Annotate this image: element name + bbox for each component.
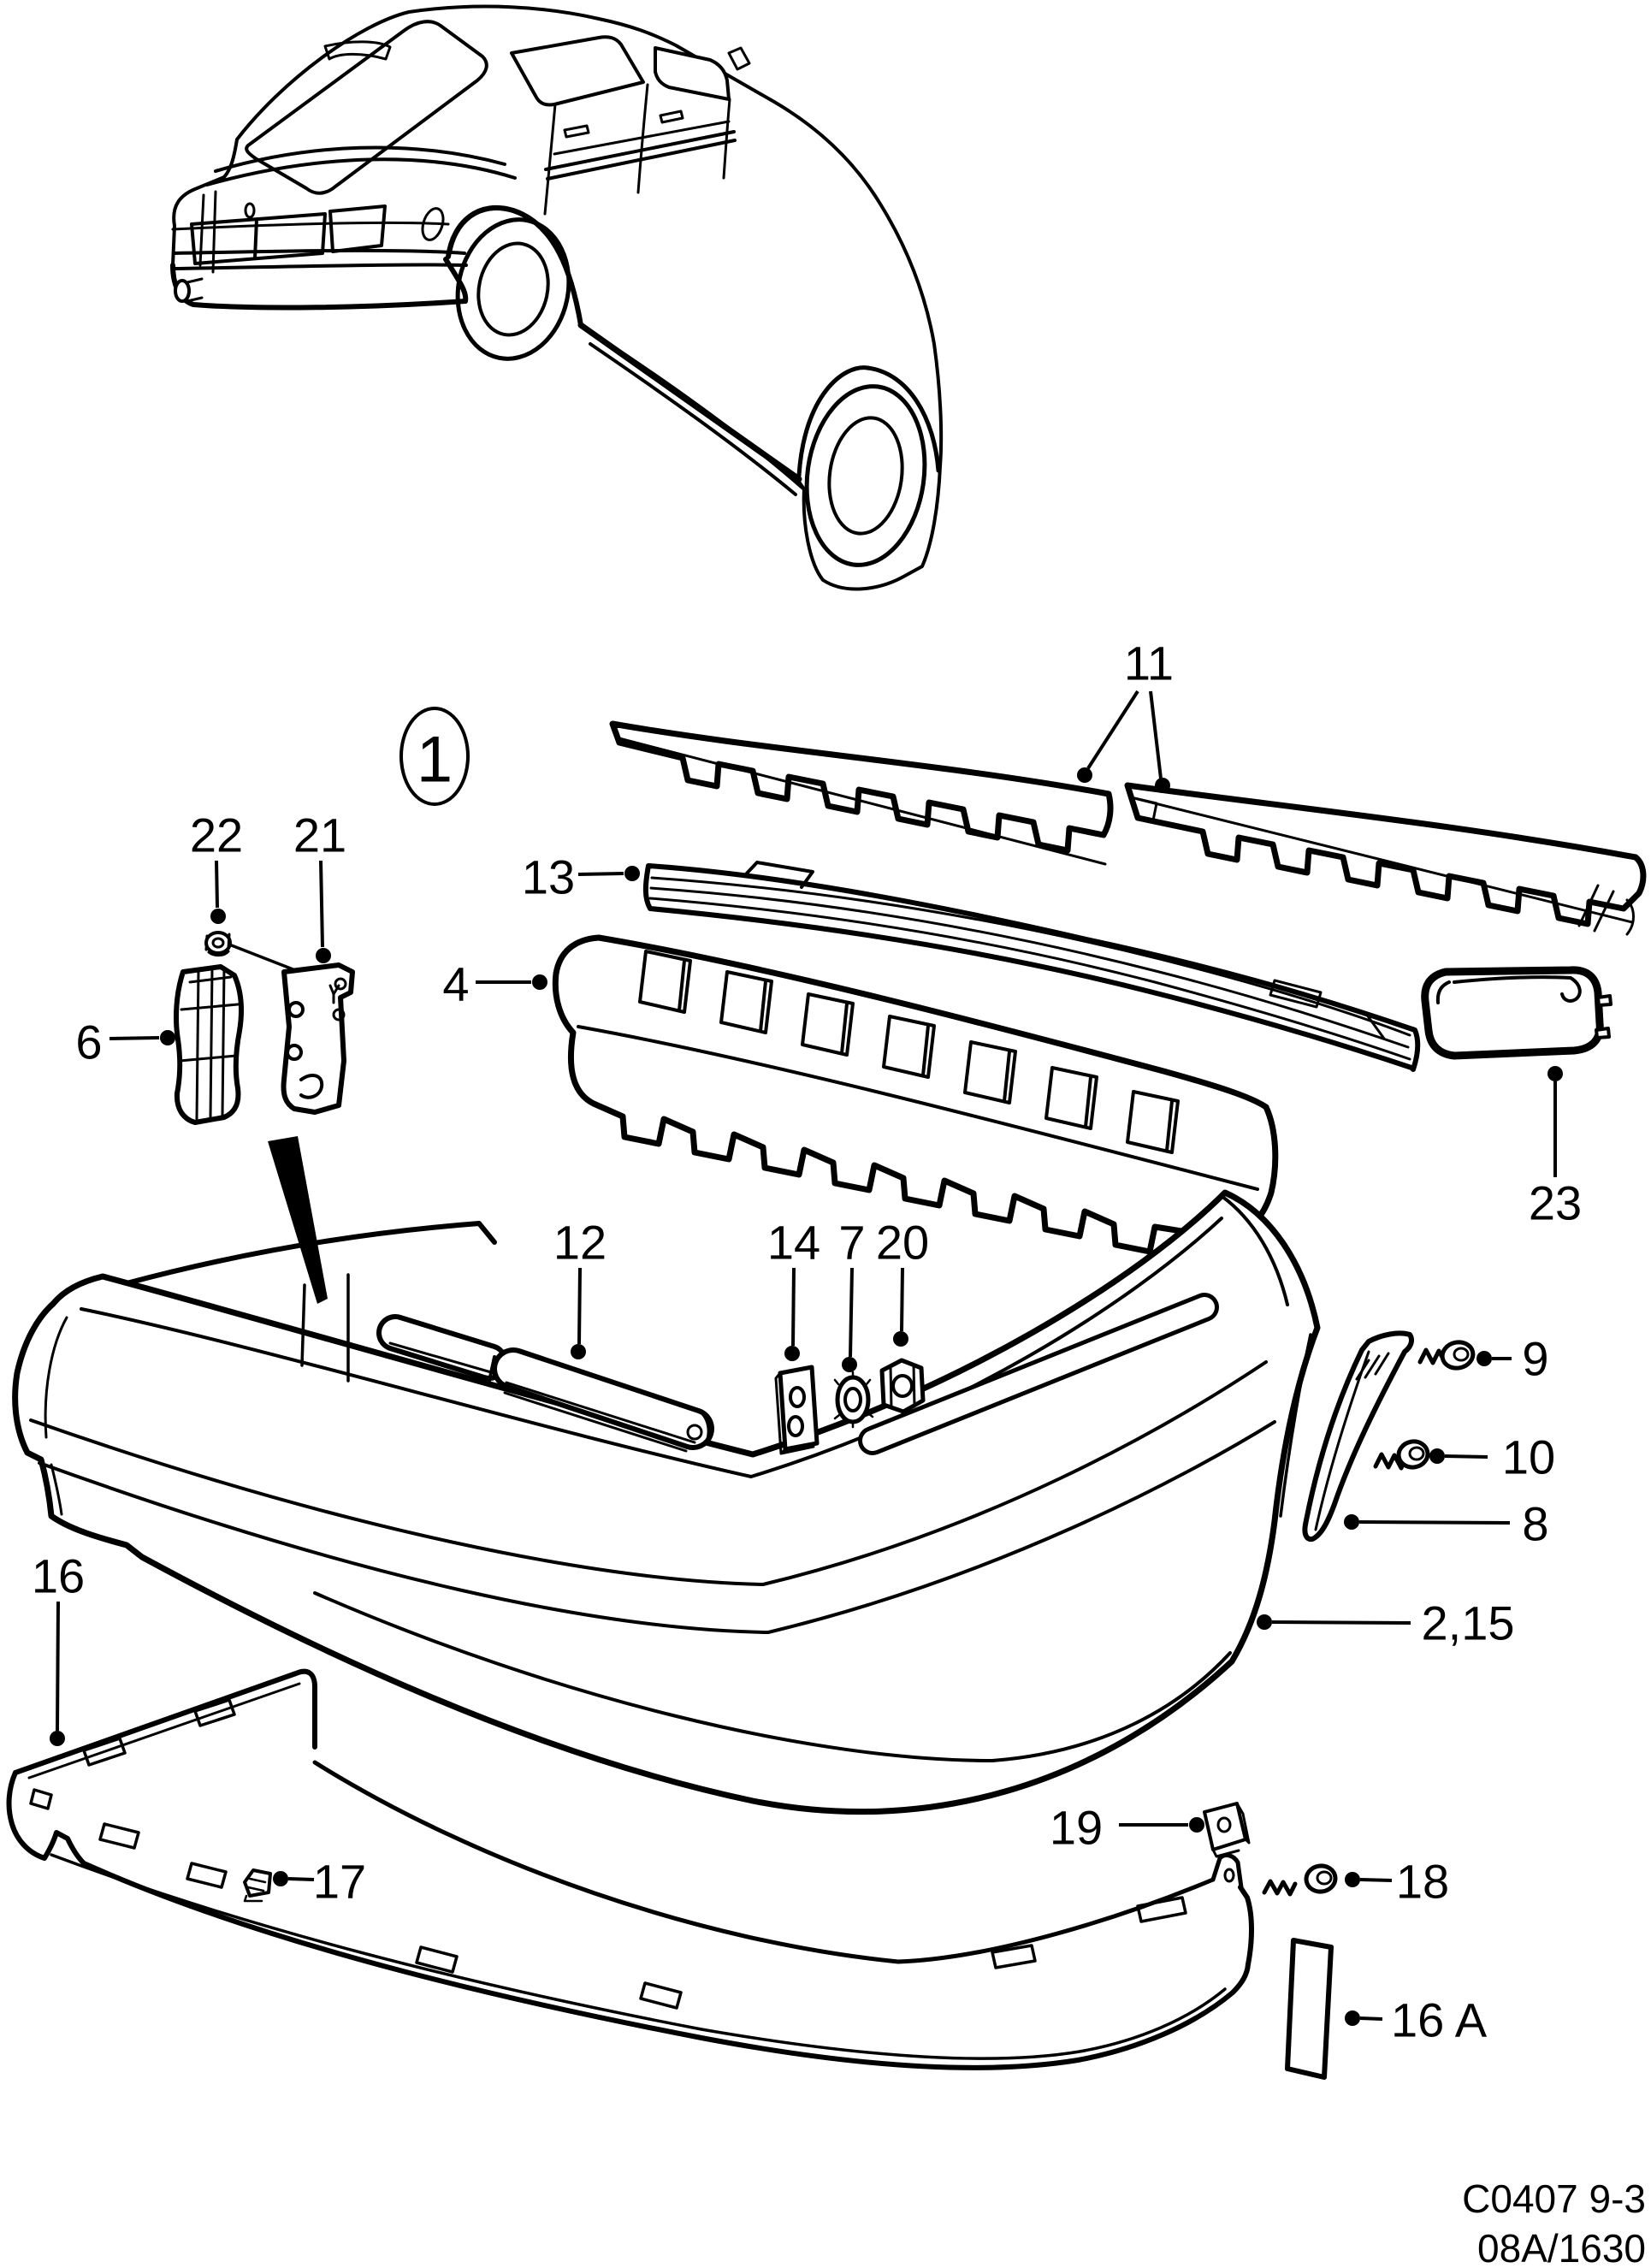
callout-label-18: 18 (1396, 1855, 1449, 1909)
callout-label-23: 23 (1529, 1176, 1582, 1230)
callout-leader-12 (577, 1267, 582, 1345)
callout-leader-10 (1444, 1454, 1488, 1459)
callout-label-20: 20 (876, 1216, 929, 1270)
callout-leader-22 (215, 860, 219, 909)
callout-label-22: 22 (190, 808, 243, 862)
callout-label-13: 13 (522, 850, 575, 904)
callout-leader-16 (56, 1601, 60, 1732)
callout-dot-16A (1345, 2010, 1360, 2026)
part-21-bracket (281, 962, 355, 1115)
callout-dot-4 (532, 974, 547, 990)
part-23-end-cap (1421, 966, 1613, 1060)
callout-dot-7 (842, 1357, 857, 1372)
callout-dot-17 (273, 1871, 288, 1886)
callout-label-6: 6 (75, 1016, 102, 1069)
part-17-clip (243, 1868, 272, 1903)
part-13-reinforcement (642, 861, 1421, 1072)
callout-dot-16 (50, 1731, 65, 1746)
car-illustration (170, 4, 944, 591)
part-18-screw (1262, 1863, 1338, 1897)
callout-label-10: 10 (1502, 1430, 1555, 1484)
balloon-number: 1 (417, 724, 453, 796)
part-22-nut (204, 931, 297, 972)
callout-dot-8 (1344, 1514, 1359, 1530)
drawing-footer: C0407 9-3 08A/1630 (1462, 2176, 1646, 2268)
callout-label-8: 8 (1522, 1497, 1548, 1551)
footer-drawing-code: C0407 9-3 (1462, 2176, 1646, 2221)
part-4-absorber (552, 934, 1279, 1255)
callout-label-2,15: 2,15 (1422, 1596, 1515, 1650)
callout-dot-22 (210, 909, 226, 924)
callout-label-16: 16 (32, 1549, 85, 1603)
part-20-nut (879, 1358, 926, 1414)
callout-label-17: 17 (313, 1855, 366, 1909)
callout-dot-19 (1189, 1817, 1204, 1833)
part-12-molding (376, 1314, 714, 1453)
part-8-side-strip (1302, 1330, 1414, 1543)
front-wheel (804, 384, 927, 567)
callout-leader-8 (1358, 1520, 1511, 1525)
part-16a-strip (1285, 1938, 1334, 2080)
callout-dot-11 (1077, 767, 1092, 783)
part-14-plate (774, 1365, 820, 1455)
callout-leader-7 (849, 1267, 854, 1358)
callout-dot-2,15 (1257, 1614, 1272, 1630)
part-16-spoiler (6, 1668, 1254, 2070)
callout-leader-11 (1086, 690, 1139, 770)
exhaust-tip (174, 277, 204, 303)
part-11-shims (609, 720, 1647, 936)
callout-dot-10 (1429, 1448, 1445, 1464)
callout-dot-20 (893, 1331, 908, 1347)
callout-leader-14 (791, 1267, 796, 1347)
footer-sheet-number: 08A/1630 (1477, 2226, 1646, 2268)
callout-leader-16A (1359, 2016, 1383, 2021)
callout-label-21: 21 (293, 808, 346, 862)
callout-label-4: 4 (442, 957, 469, 1011)
callout-dot-21 (316, 948, 331, 963)
callout-dot-14 (784, 1346, 800, 1361)
part-6-bracket (174, 964, 244, 1125)
callout-dot-6 (160, 1030, 175, 1045)
callout-label-14: 14 (767, 1216, 820, 1270)
callout-leader-2,15 (1271, 1620, 1411, 1625)
callout-label-7: 7 (838, 1216, 865, 1270)
callout-dot-12 (571, 1344, 586, 1359)
callout-label-16A: 16 A (1391, 1993, 1488, 2047)
callout-leader-21 (319, 860, 324, 948)
callout-label-11: 11 (1124, 637, 1174, 690)
callout-leader-6 (109, 1036, 160, 1040)
callout-dot-13 (624, 866, 640, 881)
callout-dot-9 (1476, 1351, 1492, 1366)
callout-leader-13 (577, 872, 624, 876)
callout-dot-18 (1345, 1872, 1360, 1887)
part-19-clip (1203, 1802, 1251, 1858)
callout-leader-17 (287, 1877, 315, 1881)
part-7-washer (833, 1371, 874, 1429)
figure-balloon: 1 (399, 707, 470, 806)
callout-label-9: 9 (1522, 1332, 1548, 1386)
callout-dot-23 (1547, 1066, 1563, 1081)
callout-leader-11 (1149, 690, 1163, 779)
callout-label-19: 19 (1050, 1801, 1103, 1855)
part-10-screw (1373, 1439, 1430, 1471)
callout-dot-11 (1155, 778, 1170, 793)
part-9-screw (1417, 1340, 1476, 1371)
callout-label-12: 12 (553, 1216, 607, 1270)
